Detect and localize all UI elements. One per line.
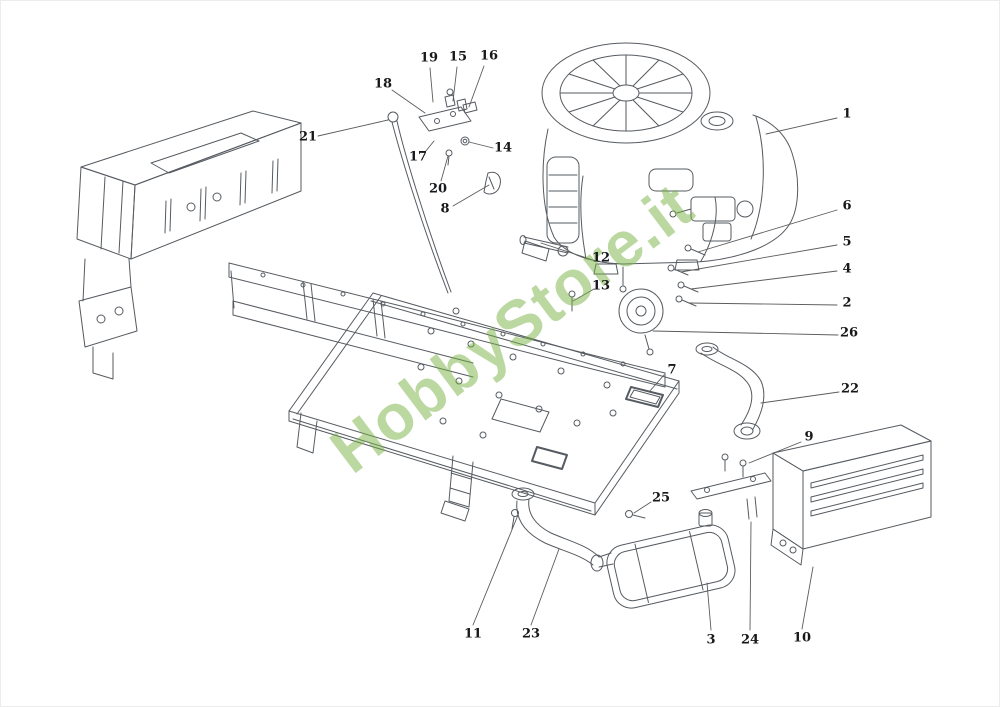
dipstick-tube — [391, 121, 449, 294]
leader-line-2 — [688, 302, 838, 306]
callout-9: 9 — [804, 429, 814, 445]
callout-20: 20 — [428, 181, 448, 197]
muffler — [606, 524, 736, 609]
label-plate — [531, 446, 568, 470]
callout-21: 21 — [298, 129, 318, 145]
leader-line-3 — [706, 582, 712, 631]
callout-26: 26 — [839, 325, 859, 341]
leader-line-7 — [648, 374, 665, 393]
callout-3: 3 — [706, 632, 716, 648]
callout-7: 7 — [667, 362, 677, 378]
leader-line-15 — [452, 66, 458, 102]
leader-line-13 — [572, 288, 595, 302]
leader-line-21 — [317, 119, 389, 137]
leader-line-22 — [760, 391, 840, 404]
callout-18: 18 — [373, 76, 393, 92]
callout-15: 15 — [448, 49, 468, 65]
callout-4: 4 — [842, 261, 852, 277]
leader-line-12 — [540, 242, 594, 261]
engine-hardware — [519, 235, 706, 356]
dipstick-handle — [387, 111, 399, 123]
leader-line-16 — [468, 65, 485, 108]
leader-line-17 — [424, 140, 435, 153]
leader-line-5 — [680, 244, 838, 273]
control-bracket — [418, 106, 472, 132]
callout-6: 6 — [842, 198, 852, 214]
callout-23: 23 — [521, 626, 541, 642]
starter-motor — [546, 156, 580, 244]
label-plate — [625, 386, 664, 408]
leader-line-9 — [748, 441, 802, 464]
leader-line-10 — [801, 566, 814, 630]
callout-10: 10 — [792, 630, 812, 646]
callout-5: 5 — [842, 234, 852, 250]
heat-shield — [770, 424, 932, 566]
oil-cap — [700, 111, 734, 131]
callout-19: 19 — [419, 50, 439, 66]
leader-line-26 — [652, 330, 839, 336]
exhaust-system — [511, 342, 932, 609]
leader-line-20 — [440, 155, 449, 182]
exhaust-pipe-upper — [700, 352, 753, 426]
leader-lines — [317, 65, 840, 631]
callout-14: 14 — [493, 140, 513, 156]
callout-8: 8 — [440, 201, 450, 217]
callout-12: 12 — [591, 250, 611, 266]
callout-24: 24 — [740, 632, 760, 648]
callout-1: 1 — [842, 106, 852, 122]
callout-25: 25 — [651, 490, 671, 506]
exhaust-pipe-lower — [516, 500, 594, 566]
leader-line-19 — [429, 67, 434, 103]
leader-line-23 — [530, 548, 560, 626]
leader-line-11 — [472, 514, 519, 626]
leader-line-1 — [765, 117, 838, 135]
frame-assembly — [76, 110, 680, 522]
callout-22: 22 — [840, 381, 860, 397]
callout-11: 11 — [463, 626, 483, 642]
retainer-clip — [483, 171, 501, 195]
callout-17: 17 — [408, 149, 428, 165]
crankshaft-pulley — [618, 288, 664, 334]
leader-line-8 — [452, 184, 490, 207]
leader-line-6 — [697, 209, 838, 253]
callout-2: 2 — [842, 295, 852, 311]
leader-line-24 — [749, 521, 752, 631]
callout-16: 16 — [479, 48, 499, 64]
air-cleaner — [648, 168, 694, 192]
cooling-fan — [541, 42, 711, 144]
muffler-bracket — [690, 472, 772, 500]
leader-line-4 — [690, 270, 838, 290]
leader-line-14 — [468, 141, 494, 149]
controls-cluster — [387, 88, 501, 294]
leader-line-18 — [391, 89, 426, 114]
leader-line-25 — [633, 501, 652, 514]
callout-13: 13 — [591, 278, 611, 294]
engine-assembly — [521, 42, 799, 275]
